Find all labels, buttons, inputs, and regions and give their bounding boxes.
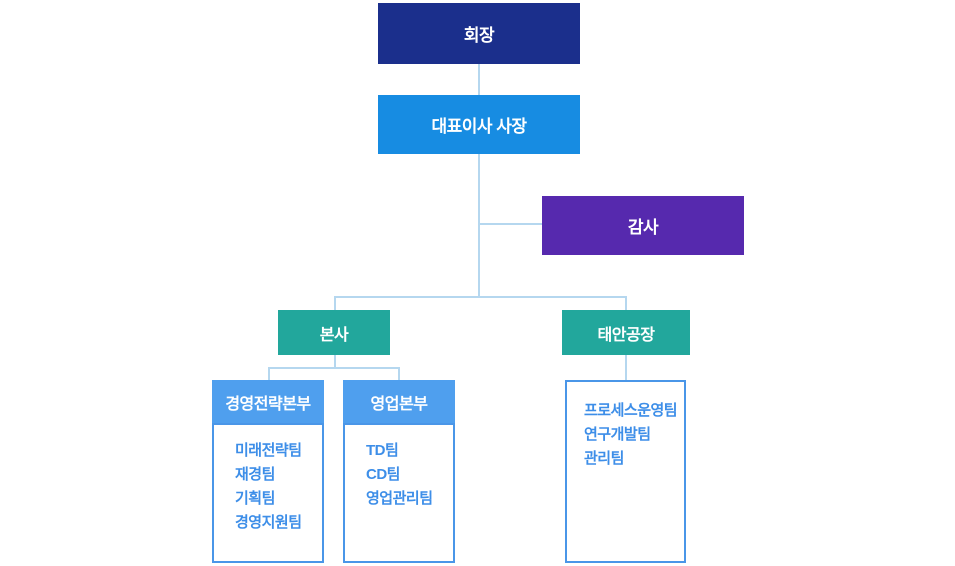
team-item: TD팀 bbox=[366, 442, 399, 459]
connector-taean-teams bbox=[625, 355, 627, 380]
chairman-label: 회장 bbox=[463, 26, 495, 45]
node-auditor: 감사 bbox=[542, 196, 744, 255]
team-item: 경영지원팀 bbox=[235, 514, 302, 531]
connector-ceo-branches bbox=[478, 154, 480, 298]
node-taean-plant: 태안공장 bbox=[562, 310, 690, 355]
connector-branch-horizontal bbox=[334, 296, 627, 298]
headquarters-label: 본사 bbox=[319, 326, 349, 344]
strategy-division-label: 경영전략본부 bbox=[225, 395, 311, 413]
team-list-sales: TD팀 CD팀 영업관리팀 bbox=[343, 423, 455, 563]
node-sales-division: 영업본부 bbox=[343, 380, 455, 423]
team-item: 관리팀 bbox=[584, 450, 624, 467]
connector-auditor bbox=[479, 223, 542, 225]
team-item: 재경팀 bbox=[235, 466, 275, 483]
node-ceo: 대표이사 사장 bbox=[378, 95, 580, 154]
team-list-strategy: 미래전략팀 재경팀 기획팀 경영지원팀 bbox=[212, 423, 324, 563]
team-item: 영업관리팀 bbox=[366, 490, 433, 507]
node-strategy-division: 경영전략본부 bbox=[212, 380, 324, 423]
auditor-label: 감사 bbox=[627, 218, 659, 237]
connector-sales-stub bbox=[398, 367, 400, 380]
connector-taean-stub bbox=[625, 296, 627, 310]
team-item: 연구개발팀 bbox=[584, 426, 651, 443]
connector-hq-divisions bbox=[334, 355, 336, 368]
connector-division-horizontal bbox=[268, 367, 400, 369]
team-list-taean: 프로세스운영팀 연구개발팀 관리팀 bbox=[565, 380, 686, 563]
team-item: 미래전략팀 bbox=[235, 442, 302, 459]
sales-division-label: 영업본부 bbox=[370, 395, 428, 413]
connector-chairman-ceo bbox=[478, 64, 480, 95]
team-item: CD팀 bbox=[366, 466, 400, 483]
team-item: 프로세스운영팀 bbox=[584, 402, 678, 419]
connector-hq-stub bbox=[334, 296, 336, 310]
taean-plant-label: 태안공장 bbox=[597, 326, 655, 344]
connector-strategy-stub bbox=[268, 367, 270, 380]
node-headquarters: 본사 bbox=[278, 310, 390, 355]
ceo-label: 대표이사 사장 bbox=[431, 117, 527, 136]
team-item: 기획팀 bbox=[235, 490, 275, 507]
node-chairman: 회장 bbox=[378, 3, 580, 64]
